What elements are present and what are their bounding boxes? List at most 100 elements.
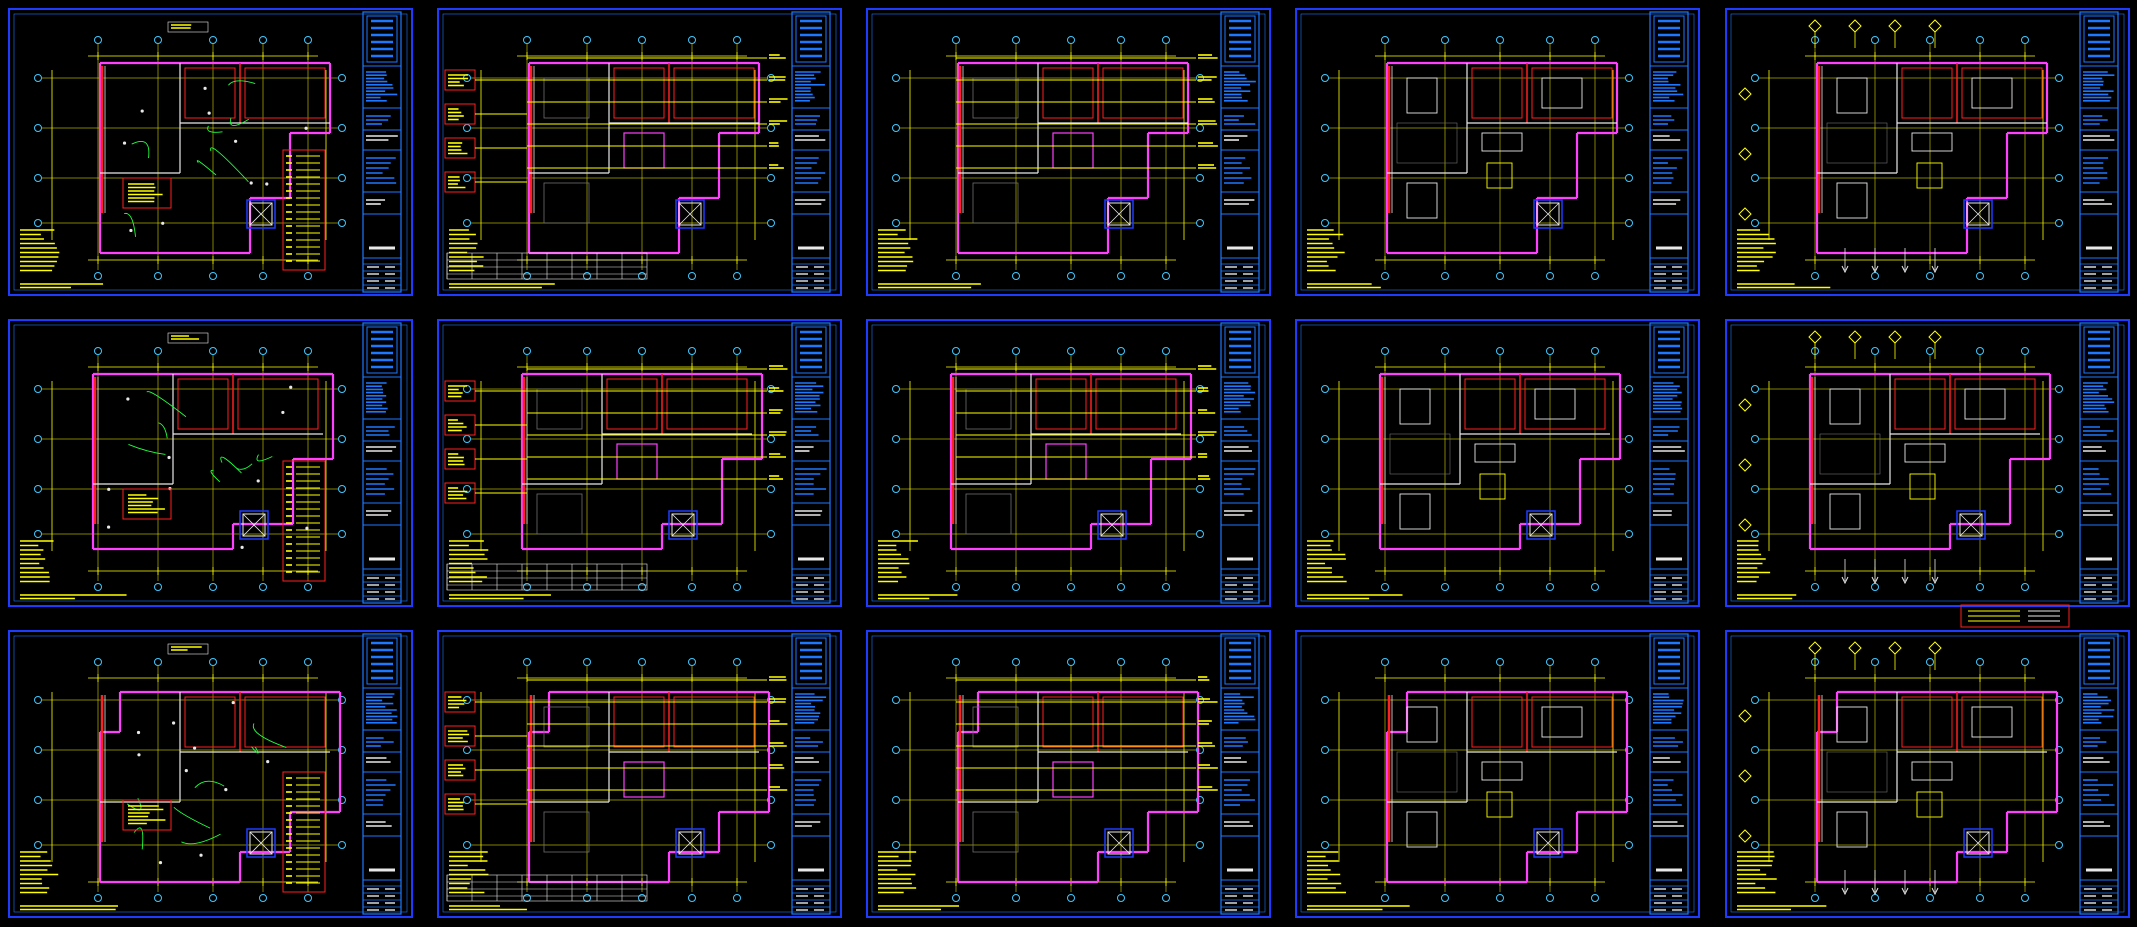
circuit-wire (124, 212, 136, 237)
drawing-name (795, 757, 819, 763)
inner-frame (442, 13, 837, 291)
logo-mark (1653, 326, 1685, 374)
annotation-leaders (1737, 330, 1942, 600)
axis-bubble (688, 894, 696, 902)
title-block-frame (791, 633, 831, 915)
axis-bubble (1012, 894, 1020, 902)
axis-bubble (1546, 347, 1554, 355)
drawing-name (1653, 135, 1681, 141)
room-outline (184, 696, 236, 748)
axis-bubble (1067, 658, 1075, 666)
axis-bubble (1625, 796, 1633, 804)
axis-bubble (1546, 583, 1554, 591)
axis-bubble (1591, 272, 1599, 280)
project-info (1653, 426, 1680, 436)
axis-bubble (34, 174, 42, 182)
axis-bubble (1625, 530, 1633, 538)
elevation-marker (1738, 769, 1752, 783)
room-furniture-gray (543, 182, 590, 224)
sheet-title (795, 199, 826, 205)
table (1916, 791, 1943, 818)
sheet-title (366, 199, 386, 205)
axis-bubble (1117, 583, 1125, 591)
shaft-box (678, 831, 702, 855)
sign-off-table (795, 468, 827, 495)
axis-bubble (523, 36, 531, 44)
table (1909, 473, 1936, 500)
elevation-marker (1738, 87, 1752, 101)
logo-mark (2083, 326, 2115, 374)
axis-bubble (892, 174, 900, 182)
axis-bubble (767, 385, 775, 393)
annotation-leaders (1737, 19, 1942, 289)
project-info (366, 737, 394, 747)
project-info (795, 426, 819, 436)
axis-bubble (892, 841, 900, 849)
drawing-name (2083, 446, 2106, 452)
axis-bubble (892, 385, 900, 393)
table (1916, 162, 1943, 189)
callout-box-red (444, 380, 476, 402)
axis-bubble (154, 347, 162, 355)
annotation-leaders (1307, 540, 1403, 600)
axis-bubble (1871, 36, 1879, 44)
title-block-frame (1649, 322, 1689, 604)
axis-bubble (1321, 124, 1329, 132)
axis-bubble (1381, 347, 1389, 355)
callout-text (448, 176, 466, 189)
annotation-leaders (444, 365, 788, 600)
leader-label (1198, 120, 1218, 125)
axis-bubble (2021, 347, 2029, 355)
sheet-content (1737, 11, 2119, 293)
project-info (795, 115, 820, 125)
axis-bubble (688, 36, 696, 44)
room-outline (1471, 696, 1523, 748)
drawing-caption (1737, 594, 1797, 600)
axis-bubble (154, 36, 162, 44)
axis-bubble (1321, 385, 1329, 393)
sign-off-table (2083, 779, 2115, 806)
grid-axes (34, 658, 346, 902)
axis-bubble (1625, 841, 1633, 849)
axis-bubble (638, 347, 646, 355)
title-block (1649, 322, 1689, 604)
shaft-box (678, 202, 702, 226)
sheet-r0-c3 (1295, 8, 1700, 296)
switch-symbol (136, 730, 141, 735)
leader-label (1198, 164, 1217, 169)
axis-bubble (1012, 583, 1020, 591)
floor-plan (1808, 372, 2052, 551)
switch-symbol (107, 487, 111, 491)
general-notes (449, 229, 484, 272)
axis-bubble (463, 746, 471, 754)
shaft-box (1529, 513, 1553, 537)
annotation-leaders (878, 365, 1217, 600)
axis-bubble (1067, 894, 1075, 902)
axis-bubble (2055, 746, 2063, 754)
logo-mark (366, 326, 398, 374)
axis-bubble (1591, 658, 1599, 666)
sign-off-table (795, 779, 822, 806)
axis-bubble (523, 347, 531, 355)
logo-mark (1653, 637, 1685, 685)
axis-bubble (1976, 583, 1984, 591)
axis-bubble (1496, 347, 1504, 355)
inner-frame (13, 635, 408, 913)
axis-bubble (1926, 894, 1934, 902)
room-furniture-gray (543, 706, 590, 748)
axis-bubble (338, 841, 346, 849)
sheet-frame (8, 8, 413, 296)
axis-bubble (2021, 583, 2029, 591)
sheet-title (1224, 821, 1254, 827)
sheet-content (444, 633, 831, 915)
sheet-frame (8, 630, 413, 918)
sheet-frame (866, 630, 1271, 918)
title-block-frame (1649, 633, 1689, 915)
axis-bubble (1067, 347, 1075, 355)
shaft-box (1107, 202, 1131, 226)
sheet-title (2083, 510, 2113, 516)
axis-bubble (259, 658, 267, 666)
callout-text (448, 453, 465, 466)
logo-mark (2083, 15, 2115, 63)
room-outline (1464, 378, 1516, 430)
